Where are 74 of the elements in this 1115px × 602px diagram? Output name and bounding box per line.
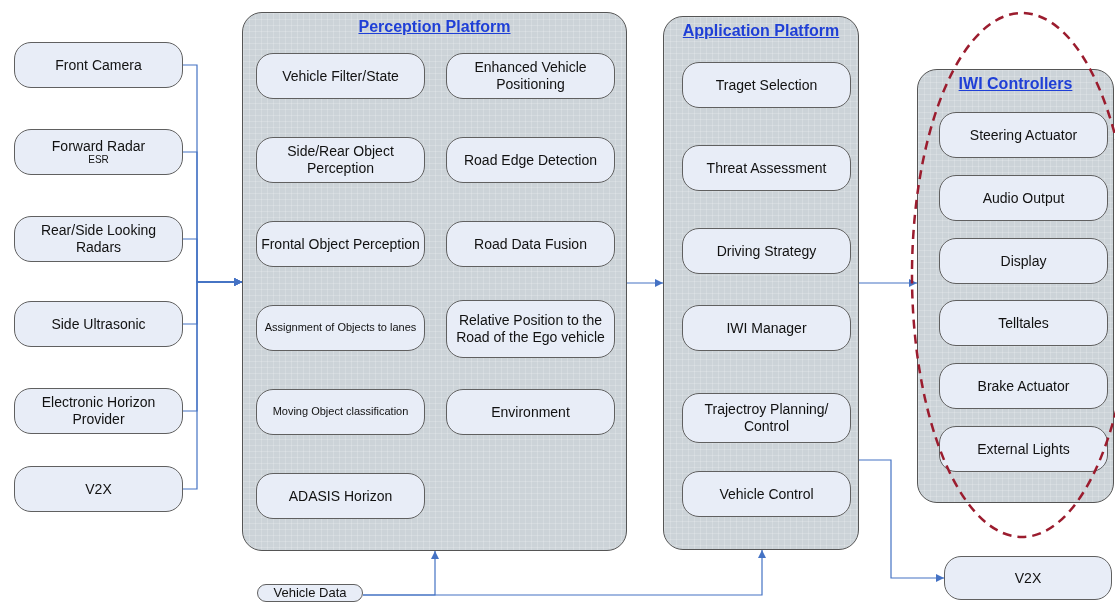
- platform-panel: [663, 16, 859, 550]
- box-label: IWI Manager: [726, 319, 807, 337]
- box-label: Side/Rear Object Perception: [286, 143, 395, 177]
- component-box: [256, 473, 425, 519]
- connector-arrow: [858, 459, 945, 582]
- platform-panel: [917, 69, 1114, 503]
- component-box: [14, 466, 183, 512]
- component-box: [682, 393, 851, 443]
- box-label: Traget Selection: [715, 76, 818, 94]
- sub-label: ESR: [88, 154, 109, 167]
- component-box: [256, 389, 425, 435]
- component-box: [14, 216, 183, 262]
- box-label: Road Edge Detection: [463, 151, 598, 169]
- box-label: ADASIS Horizon: [288, 487, 393, 505]
- component-box: [944, 556, 1112, 600]
- box-label: Electronic Horizon Provider: [40, 394, 157, 428]
- component-box: [257, 584, 363, 602]
- component-box: [14, 129, 183, 175]
- connector-arrow: [182, 278, 243, 490]
- box-label: V2X: [1014, 569, 1042, 587]
- component-box: [682, 145, 851, 191]
- box-label: Vehicle Data: [273, 585, 347, 601]
- component-box: [446, 221, 615, 267]
- component-box: [256, 53, 425, 99]
- component-box: [682, 228, 851, 274]
- component-box: [446, 53, 615, 99]
- box-label: Forward Radar: [51, 137, 146, 155]
- component-box: [939, 426, 1108, 472]
- box-label: Steering Actuator: [969, 126, 1078, 144]
- box-label: External Lights: [977, 440, 1070, 458]
- box-label: Environment: [491, 403, 570, 421]
- component-box: [256, 137, 425, 183]
- panel-heading: IWI Controllers: [958, 75, 1073, 92]
- component-box: [682, 471, 851, 517]
- component-box: [939, 238, 1108, 284]
- component-box: [939, 363, 1108, 409]
- box-label: Relative Position to the Road of the Ego vehicle: [455, 312, 606, 346]
- box-label: Telltales: [998, 314, 1049, 332]
- box-label: Vehicle Filter/State: [282, 67, 399, 85]
- component-box: [446, 300, 615, 358]
- component-box: [939, 112, 1108, 158]
- component-box: [256, 221, 425, 267]
- box-label: Threat Assessment: [706, 159, 827, 177]
- connector-arrow: [362, 549, 766, 596]
- component-box: [939, 300, 1108, 346]
- box-label: Vehicle Control: [719, 485, 814, 503]
- box-label: Front Camera: [55, 56, 142, 74]
- box-label: Trajectroy Planning/ Control: [703, 401, 830, 435]
- component-box: [14, 42, 183, 88]
- box-label: Moving Object classification: [272, 405, 409, 419]
- component-box: [14, 388, 183, 434]
- box-label: Road Data Fusion: [474, 235, 587, 253]
- panel-heading: Application Platform: [682, 22, 840, 39]
- platform-panel: [242, 12, 627, 551]
- box-label: Frontal Object Perception: [261, 235, 420, 253]
- box-label: Brake Actuator: [977, 377, 1070, 395]
- box-label: Display: [1000, 252, 1047, 270]
- box-label: Assignment of Objects to lanes: [264, 321, 417, 335]
- connector-arrow: [626, 279, 664, 287]
- component-box: [446, 389, 615, 435]
- box-label: V2X: [85, 480, 112, 498]
- box-label: Enhanced Vehicle Positioning: [473, 59, 588, 93]
- component-box: [256, 305, 425, 351]
- component-box: [682, 62, 851, 108]
- component-box: [14, 301, 183, 347]
- box-label: Driving Strategy: [716, 242, 817, 260]
- box-label: Audio Output: [982, 189, 1065, 207]
- component-box: [939, 175, 1108, 221]
- box-label: Side Ultrasonic: [51, 315, 146, 333]
- component-box: [446, 137, 615, 183]
- panel-heading: Perception Platform: [358, 18, 511, 35]
- connector-arrow: [858, 279, 918, 287]
- box-label: Rear/Side Looking Radars: [39, 222, 158, 256]
- component-box: [682, 305, 851, 351]
